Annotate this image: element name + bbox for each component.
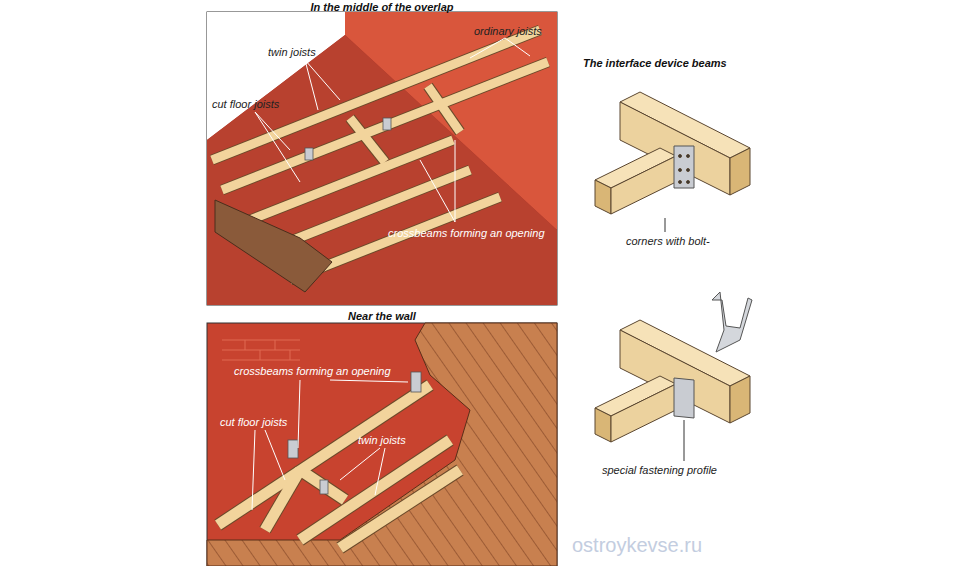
part-label: twin joists (268, 45, 316, 59)
part-label: special fastening profile (602, 463, 717, 477)
panel-heading: The interface device beams (583, 56, 727, 70)
part-label: corners with bolt- (626, 234, 710, 248)
top-scene (207, 12, 557, 305)
part-label: crossbeams forming an opening (388, 226, 545, 240)
part-label: cut floor joists (212, 97, 279, 111)
part-label: cut floor joists (220, 415, 287, 429)
part-label: ordinary joists (474, 24, 542, 38)
panel-heading: Near the wall (282, 309, 482, 323)
part-label: crossbeams forming an opening (234, 364, 391, 378)
part-label: twin joists (358, 433, 406, 447)
beam-joint-bolt (595, 92, 750, 232)
panel-heading: In the middle of the overlap (282, 0, 482, 14)
beam-joint-profile (595, 292, 752, 461)
bottom-scene (207, 323, 557, 566)
watermark: ostroykevse.ru (572, 534, 702, 557)
